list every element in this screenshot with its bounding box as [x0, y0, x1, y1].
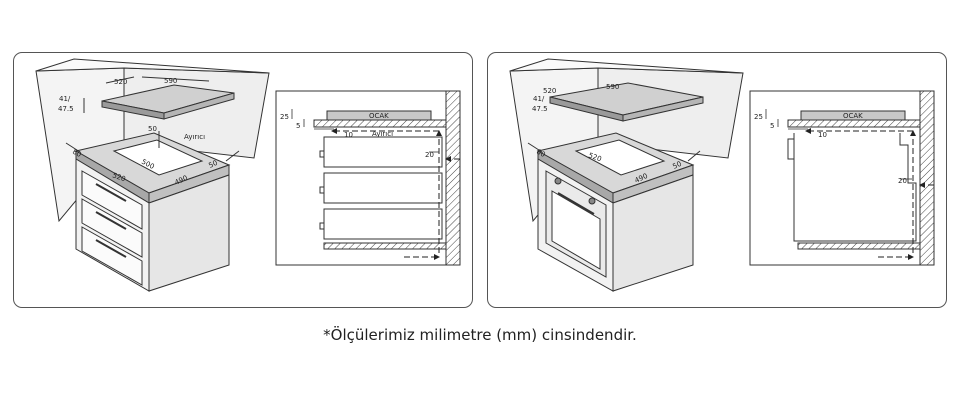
- section-dim-25: 25: [280, 113, 289, 121]
- iso-dim-width: 590: [606, 83, 619, 91]
- units-footnote: *Ölçülerimiz milimetre (mm) cinsindendir…: [323, 326, 637, 344]
- section-dim-5: 5: [296, 122, 300, 130]
- section-dim-5: 5: [770, 122, 774, 130]
- iso-dim-side: 50: [207, 159, 218, 170]
- right-panel-drawing: 520 590 41/ 47.5 80 520 490 50: [509, 58, 935, 292]
- section-dim-10: 10: [818, 131, 827, 139]
- iso-dim-back: 50: [148, 125, 157, 133]
- left-installation-panel: 520 590 41/ 47.5 50 Ayırıcı 80 500 520 4…: [13, 52, 473, 308]
- section-hob-label: OCAK: [843, 112, 863, 120]
- iso-dim-front: 80: [535, 148, 547, 159]
- section-view-drawer-cabinet: [275, 90, 461, 266]
- section-dim-20: 20: [425, 151, 434, 159]
- section-view-oven-cabinet: [749, 90, 935, 266]
- iso-dim-height-b: 47.5: [532, 105, 548, 113]
- iso-dim-depth: 520: [543, 87, 556, 95]
- section-dim-20: 20: [898, 177, 907, 185]
- iso-dim-width: 590: [164, 77, 177, 85]
- iso-separator-label: Ayırıcı: [184, 133, 205, 141]
- left-panel-drawing: 520 590 41/ 47.5 50 Ayırıcı 80 500 520 4…: [35, 58, 461, 292]
- section-dim-10: 10: [344, 131, 353, 139]
- right-installation-panel: 520 590 41/ 47.5 80 520 490 50: [487, 52, 947, 308]
- section-separator-label: Ayırıcı: [372, 130, 393, 138]
- iso-dim-front: 80: [71, 148, 83, 159]
- iso-dim-height-a: 41/: [533, 95, 545, 103]
- section-hob-label: OCAK: [369, 112, 389, 120]
- isometric-oven-view: [509, 58, 744, 292]
- iso-dim-side: 50: [671, 160, 682, 171]
- iso-dim-height-b: 47.5: [58, 105, 74, 113]
- section-dim-25: 25: [754, 113, 763, 121]
- iso-dim-depth: 520: [114, 78, 127, 86]
- isometric-cabinet-view: [35, 58, 270, 292]
- iso-dim-height-a: 41/: [59, 95, 71, 103]
